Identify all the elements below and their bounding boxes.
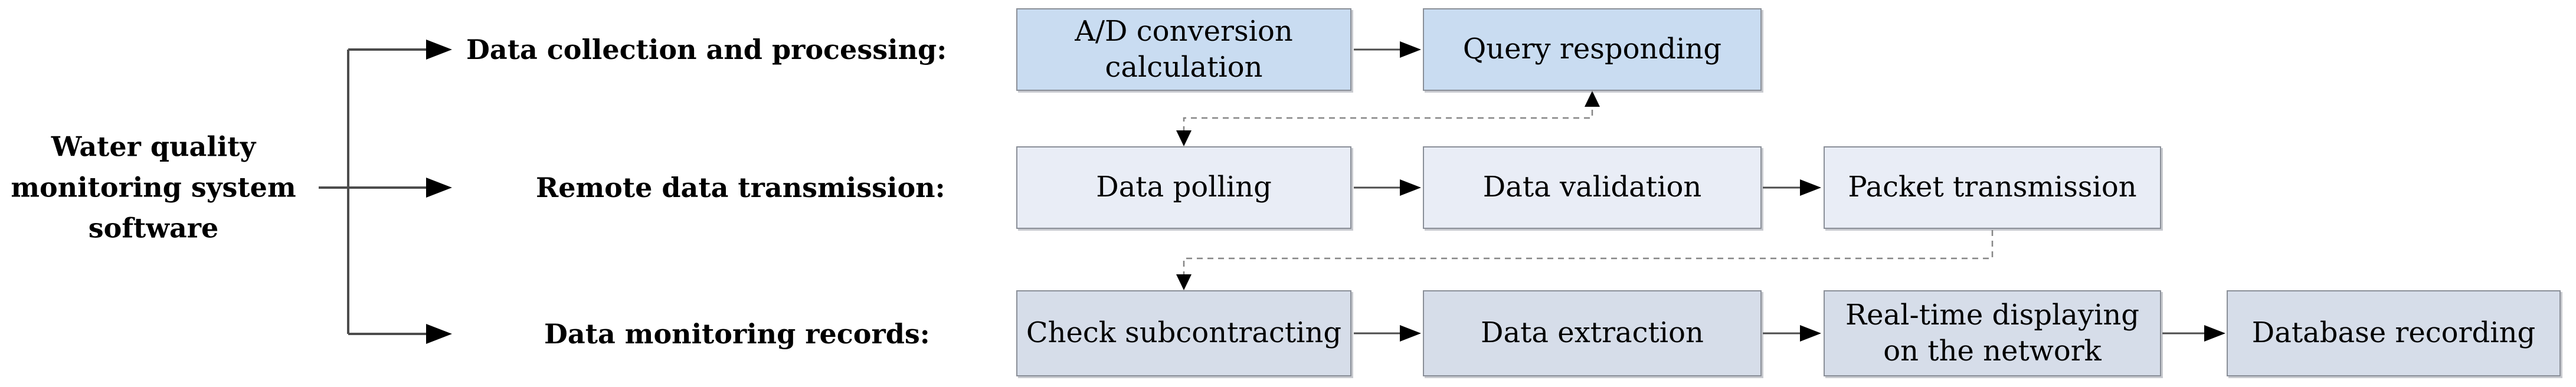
box-database-recording: Database recording xyxy=(2227,290,2561,376)
flow-arrows xyxy=(1354,48,2204,334)
bracket-tree-lines xyxy=(319,48,428,335)
box-realtime-displaying: Real-time displaying on the network xyxy=(1824,290,2161,376)
box-data-polling: Data polling xyxy=(1016,146,1351,229)
box-packet-transmission: Packet transmission xyxy=(1824,146,2161,229)
box-ad-conversion-calculation: A/D conversion calculation xyxy=(1016,8,1351,91)
branch-label-remote-transmission: Remote data transmission: xyxy=(536,172,945,204)
box-query-responding: Query responding xyxy=(1423,8,1762,91)
branch-label-data-collection: Data collection and processing: xyxy=(466,34,947,65)
branch-label-monitoring-records: Data monitoring records: xyxy=(544,318,930,350)
box-data-validation: Data validation xyxy=(1423,146,1762,229)
box-check-subcontracting: Check subcontracting xyxy=(1016,290,1351,376)
dashed-connector-row2-row3 xyxy=(1176,230,1994,290)
flow-arrowheads xyxy=(1400,41,2225,342)
dashed-connector-row1-row2 xyxy=(1176,91,1600,146)
root-title: Water quality monitoring system software xyxy=(11,130,296,244)
bracket-arrowheads xyxy=(426,40,452,344)
box-data-extraction: Data extraction xyxy=(1423,290,1762,376)
